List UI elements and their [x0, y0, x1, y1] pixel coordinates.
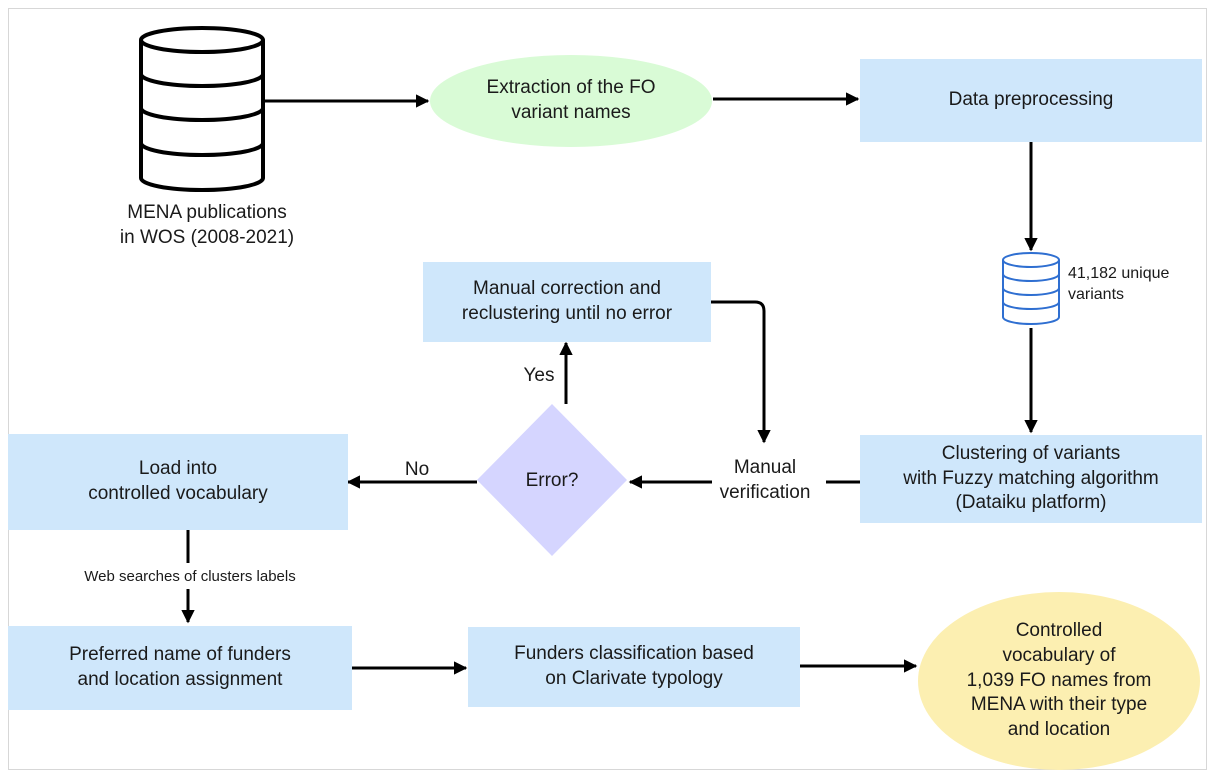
classification-node: Funders classification based on Clarivat…: [468, 627, 800, 707]
preferred-name-node: Preferred name of funders and location a…: [8, 626, 352, 710]
extraction-node: Extraction of the FO variant names: [430, 55, 712, 147]
no-edge-label: No: [404, 459, 430, 480]
source-caption: MENA publications in WOS (2008-2021): [119, 202, 295, 248]
arrow-correction-to-verification: [711, 300, 771, 444]
unique-variants-caption: 41,182 unique variants: [1068, 265, 1170, 303]
clustering-node: Clustering of variants with Fuzzy matchi…: [860, 435, 1202, 523]
load-node: Load into controlled vocabulary: [8, 434, 348, 530]
correction-node: Manual correction and reclustering until…: [423, 262, 711, 342]
yes-edge-label: Yes: [523, 365, 555, 386]
preprocessing-node: Data preprocessing: [860, 59, 1202, 142]
error-decision-label: Error?: [525, 470, 579, 491]
manual-verification-label: Manual verification: [719, 457, 811, 503]
web-searches-edge-label: Web searches of clusters labels: [30, 567, 350, 587]
unique-variants-database-icon: [1002, 252, 1060, 325]
database-icon: [139, 26, 265, 192]
output-node: Controlled vocabulary of 1,039 FO names …: [918, 592, 1200, 770]
